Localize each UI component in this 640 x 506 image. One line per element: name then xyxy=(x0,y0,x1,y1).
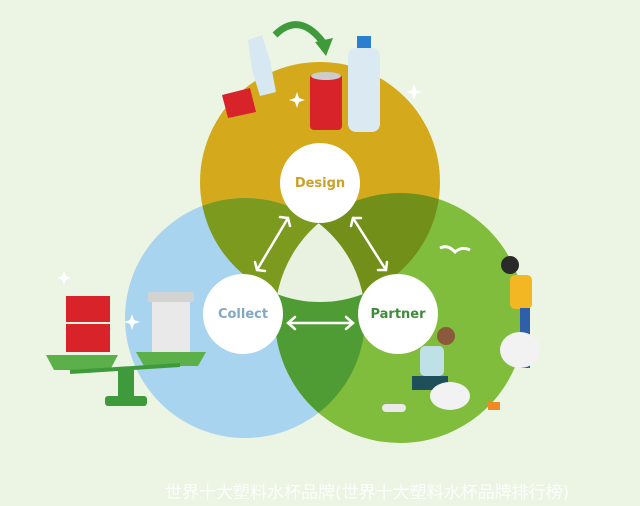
recycling-bin-icon xyxy=(148,292,194,352)
watermark: 世界十大塑料水杯品牌(世界十大塑料水杯品牌排行榜) xyxy=(165,483,570,503)
crushed-can-icon xyxy=(222,88,256,118)
design-node xyxy=(280,143,360,223)
soda-can-icon xyxy=(310,72,342,130)
partner-label: Partner xyxy=(370,307,426,322)
design-label: Design xyxy=(295,176,345,191)
crushed-bottle-icon xyxy=(248,35,276,96)
recycle-curved-arrow-icon xyxy=(272,21,333,56)
partner-node xyxy=(358,274,438,354)
litter-bottle-icon xyxy=(382,404,406,412)
sparkle-icons xyxy=(57,84,422,330)
arrow-design-collect xyxy=(253,215,292,273)
water-bottle-icon xyxy=(348,36,380,132)
person-crouching-icon xyxy=(412,327,470,410)
litter-orange-icon xyxy=(488,402,500,410)
red-crates-icon xyxy=(66,296,110,352)
person-standing-icon xyxy=(500,256,540,368)
arrow-design-partner xyxy=(349,216,389,272)
balance-scale-icon xyxy=(46,352,206,406)
seagull-icon xyxy=(439,245,471,255)
collect-node xyxy=(203,274,283,354)
collect-label: Collect xyxy=(218,307,268,322)
center-overlap xyxy=(275,198,365,302)
arrow-collect-partner xyxy=(286,315,355,331)
